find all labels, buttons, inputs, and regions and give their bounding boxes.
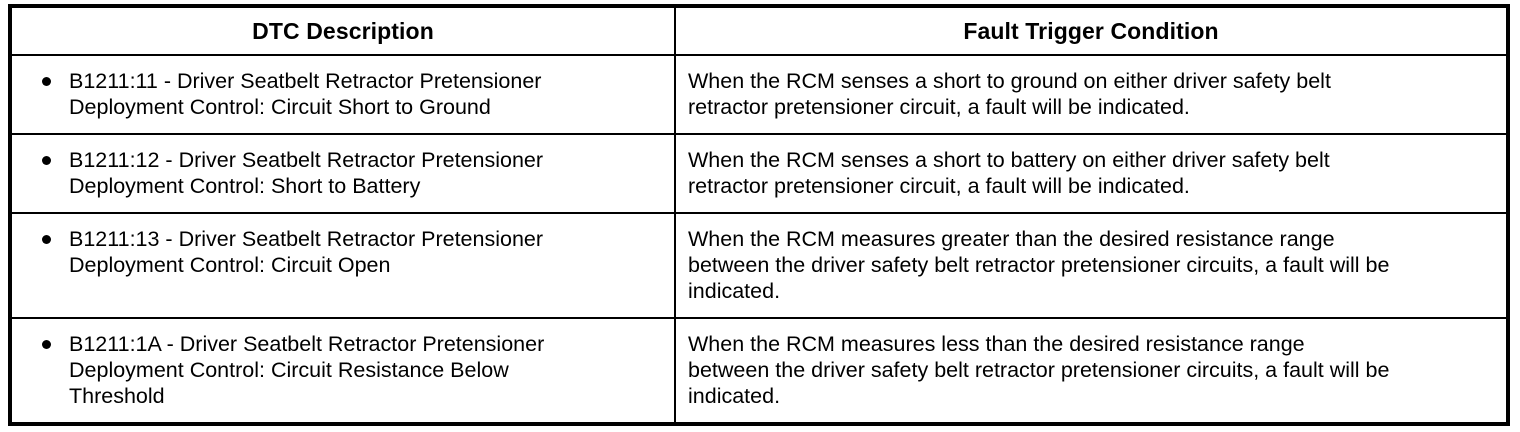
table-header: DTC Description Fault Trigger Condition bbox=[9, 5, 1509, 56]
column-header-dtc-description: DTC Description bbox=[9, 5, 676, 56]
cell-fault-trigger-condition: When the RCM senses a short to battery o… bbox=[674, 132, 1509, 214]
cell-dtc-description: B1211:12 - Driver Seatbelt Retractor Pre… bbox=[9, 132, 676, 214]
bullet-point-icon bbox=[42, 339, 51, 349]
dtc-bullet-item: B1211:1A - Driver Seatbelt Retractor Pre… bbox=[42, 331, 664, 409]
column-header-fault-trigger-condition: Fault Trigger Condition bbox=[674, 5, 1509, 56]
cell-dtc-description: B1211:11 - Driver Seatbelt Retractor Pre… bbox=[9, 54, 676, 135]
cell-dtc-description: B1211:1A - Driver Seatbelt Retractor Pre… bbox=[9, 316, 676, 426]
bullet-point-icon bbox=[42, 234, 51, 244]
table-body: B1211:11 - Driver Seatbelt Retractor Pre… bbox=[9, 54, 1509, 426]
dtc-description-text: B1211:12 - Driver Seatbelt Retractor Pre… bbox=[69, 147, 544, 198]
dtc-bullet-item: B1211:12 - Driver Seatbelt Retractor Pre… bbox=[42, 147, 664, 199]
dtc-description-text: B1211:13 - Driver Seatbelt Retractor Pre… bbox=[69, 226, 544, 277]
dtc-fault-table: DTC Description Fault Trigger Condition … bbox=[8, 4, 1510, 426]
table-row: B1211:12 - Driver Seatbelt Retractor Pre… bbox=[9, 132, 1509, 214]
bullet-point-icon bbox=[42, 155, 51, 165]
cell-fault-trigger-condition: When the RCM measures greater than the d… bbox=[674, 211, 1509, 319]
dtc-description-text: B1211:11 - Driver Seatbelt Retractor Pre… bbox=[69, 69, 542, 119]
fault-condition-text: When the RCM measures less than the desi… bbox=[688, 331, 1390, 408]
cell-fault-trigger-condition: When the RCM measures less than the desi… bbox=[674, 316, 1509, 426]
dtc-bullet-item: B1211:13 - Driver Seatbelt Retractor Pre… bbox=[42, 226, 664, 278]
header-row: DTC Description Fault Trigger Condition bbox=[9, 5, 1509, 56]
cell-dtc-description: B1211:13 - Driver Seatbelt Retractor Pre… bbox=[9, 211, 676, 319]
dtc-bullet-item: B1211:11 - Driver Seatbelt Retractor Pre… bbox=[42, 68, 664, 120]
fault-condition-text: When the RCM senses a short to battery o… bbox=[688, 147, 1330, 198]
cell-fault-trigger-condition: When the RCM senses a short to ground on… bbox=[674, 54, 1509, 135]
fault-condition-text: When the RCM senses a short to ground on… bbox=[688, 69, 1331, 119]
table-row: B1211:13 - Driver Seatbelt Retractor Pre… bbox=[9, 211, 1509, 319]
fault-condition-text: When the RCM measures greater than the d… bbox=[688, 226, 1390, 303]
dtc-table-container: DTC Description Fault Trigger Condition … bbox=[8, 4, 1510, 426]
dtc-description-text: B1211:1A - Driver Seatbelt Retractor Pre… bbox=[69, 331, 545, 408]
table-row: B1211:1A - Driver Seatbelt Retractor Pre… bbox=[9, 316, 1509, 426]
bullet-point-icon bbox=[42, 77, 51, 86]
table-row: B1211:11 - Driver Seatbelt Retractor Pre… bbox=[9, 54, 1509, 135]
